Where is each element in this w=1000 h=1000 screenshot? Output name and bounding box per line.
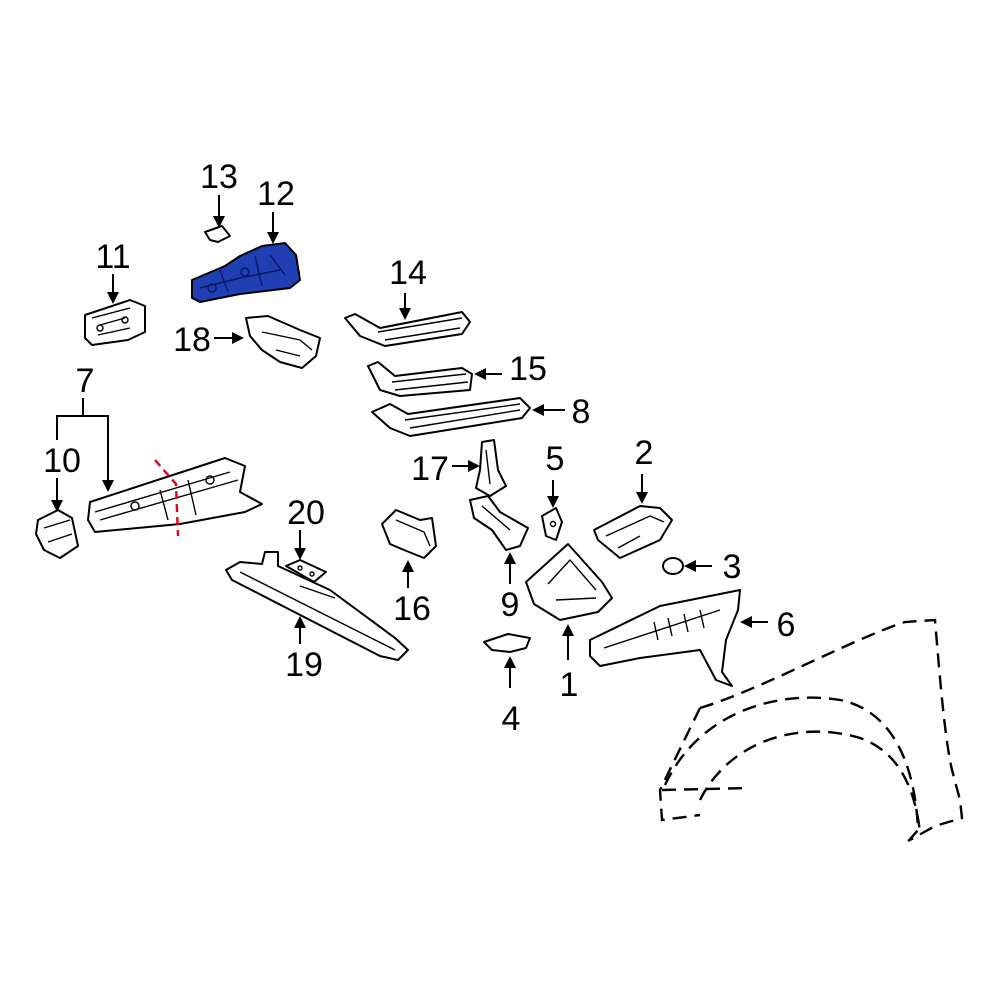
fender-outline xyxy=(658,618,964,846)
callout-5[interactable]: 5 xyxy=(546,440,565,478)
callout-10[interactable]: 10 xyxy=(43,442,81,480)
callout-11[interactable]: 11 xyxy=(95,238,130,276)
callout-12[interactable]: 12 xyxy=(257,175,295,213)
callout-18[interactable]: 18 xyxy=(173,321,211,359)
callout-16[interactable]: 16 xyxy=(393,590,431,628)
part-5[interactable] xyxy=(541,507,563,541)
part-16[interactable] xyxy=(381,509,437,559)
callout-3[interactable]: 3 xyxy=(723,548,742,586)
callout-9[interactable]: 9 xyxy=(501,586,520,624)
part-13[interactable] xyxy=(204,225,231,243)
part-17[interactable] xyxy=(475,439,507,497)
part-20[interactable] xyxy=(285,559,327,583)
part-18[interactable] xyxy=(245,315,321,369)
part-9[interactable] xyxy=(469,495,529,551)
part-6[interactable] xyxy=(589,589,741,687)
leader-lines xyxy=(51,195,768,688)
part-15[interactable] xyxy=(367,361,473,397)
callout-labels: 13 12 11 18 14 15 8 7 10 17 5 2 3 6 1 9 … xyxy=(43,158,795,738)
cut-line xyxy=(154,459,180,537)
callout-13[interactable]: 13 xyxy=(200,158,238,196)
part-8[interactable] xyxy=(371,397,531,437)
part-12[interactable] xyxy=(191,242,301,303)
part-3[interactable] xyxy=(662,557,684,575)
callout-19[interactable]: 19 xyxy=(285,646,323,684)
callout-14[interactable]: 14 xyxy=(389,254,427,292)
callout-8[interactable]: 8 xyxy=(572,393,591,431)
part-10[interactable] xyxy=(35,509,79,559)
part-19[interactable] xyxy=(225,551,409,661)
part-7[interactable] xyxy=(87,457,263,533)
callout-17[interactable]: 17 xyxy=(411,450,449,488)
part-4[interactable] xyxy=(483,633,531,653)
callout-6[interactable]: 6 xyxy=(777,606,796,644)
part-1[interactable] xyxy=(525,543,613,621)
callout-2[interactable]: 2 xyxy=(635,434,654,472)
callout-4[interactable]: 4 xyxy=(502,700,521,738)
callout-15[interactable]: 15 xyxy=(509,350,547,388)
callout-7[interactable]: 7 xyxy=(76,362,95,400)
part-11[interactable] xyxy=(84,299,146,346)
part-2[interactable] xyxy=(593,505,673,559)
part-14[interactable] xyxy=(344,311,471,347)
callout-1[interactable]: 1 xyxy=(560,666,579,704)
callout-20[interactable]: 20 xyxy=(287,494,325,532)
